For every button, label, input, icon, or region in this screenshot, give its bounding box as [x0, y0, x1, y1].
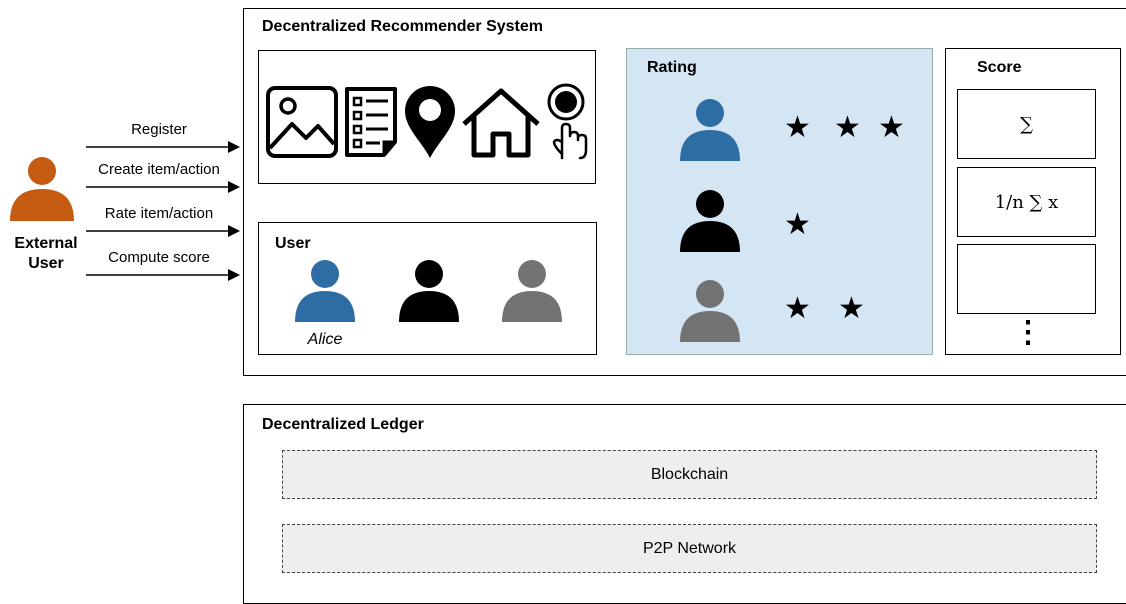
house-icon	[462, 88, 540, 158]
star: ★	[838, 291, 865, 326]
ledger-container	[243, 404, 1126, 604]
rate-item-arrow	[86, 225, 240, 237]
blockchain-layer: Blockchain	[282, 450, 1097, 499]
location-pin-icon	[405, 86, 455, 158]
score-panel-title: Score	[977, 59, 1022, 76]
user-gray-icon	[502, 260, 562, 322]
touch-hand-icon	[547, 83, 588, 160]
recommender-system-container	[243, 8, 1126, 376]
p2p-network-layer: P2P Network	[282, 524, 1097, 573]
user-alice-icon	[295, 260, 355, 322]
star: ★	[834, 110, 861, 145]
ledger-title: Decentralized Ledger	[262, 416, 424, 433]
user-black-icon	[399, 260, 459, 322]
star: ★	[784, 110, 811, 145]
rating-user-black-icon	[680, 190, 740, 252]
score-mean-cell: 1/n ∑ x	[957, 167, 1096, 237]
users-panel	[258, 222, 597, 355]
recommender-system-title: Decentralized Recommender System	[262, 18, 543, 35]
document-list-icon	[345, 87, 397, 157]
score-panel	[945, 48, 1121, 355]
users-panel-title: User	[275, 235, 311, 252]
create-item-label: Create item/action	[98, 161, 220, 178]
register-label: Register	[131, 121, 187, 138]
score-sum-cell: ∑	[957, 89, 1096, 159]
create-item-arrow	[86, 181, 240, 193]
compute-score-arrow	[86, 269, 240, 281]
score-empty-cell	[957, 244, 1096, 314]
external-user-label: External User	[14, 235, 78, 272]
rating-user-blue-icon	[680, 99, 740, 161]
external-user-icon	[10, 157, 74, 221]
rating-panel-title: Rating	[647, 59, 697, 76]
star: ★	[784, 291, 811, 326]
rating-panel	[626, 48, 933, 355]
star: ★	[878, 110, 905, 145]
rate-item-label: Rate item/action	[104, 205, 214, 222]
star: ★	[784, 207, 811, 242]
register-arrow	[86, 141, 240, 153]
user-alice-name: Alice	[307, 331, 343, 348]
compute-score-label: Compute score	[108, 249, 210, 266]
more-ellipsis-icon: ⋮	[1013, 316, 1043, 349]
rating-user-gray-icon	[680, 280, 740, 342]
image-icon	[266, 86, 338, 158]
